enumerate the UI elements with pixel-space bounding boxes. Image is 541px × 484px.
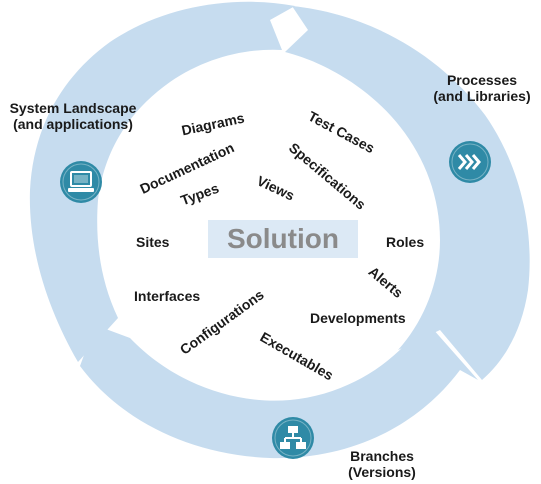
- item-roles: Roles: [386, 234, 425, 250]
- item-interfaces: Interfaces: [134, 288, 201, 304]
- item-developments: Developments: [310, 310, 406, 326]
- processes-label: Processes (and Libraries): [433, 72, 531, 105]
- item-sites: Sites: [136, 234, 170, 250]
- hierarchy-tree-icon: [271, 416, 315, 460]
- branches-label: Branches (Versions): [348, 448, 416, 481]
- computer-monitor-icon: [59, 160, 103, 204]
- solution-label: Solution: [227, 223, 339, 254]
- forward-chevrons-icon: [448, 140, 492, 184]
- solution-box: [208, 220, 358, 258]
- cycle-arrow-right: [285, 6, 530, 380]
- system-landscape-label: System Landscape (and applications): [9, 100, 137, 133]
- cycle-arrow-top: [29, 1, 295, 362]
- cycle-arrow-bottom: [80, 320, 478, 459]
